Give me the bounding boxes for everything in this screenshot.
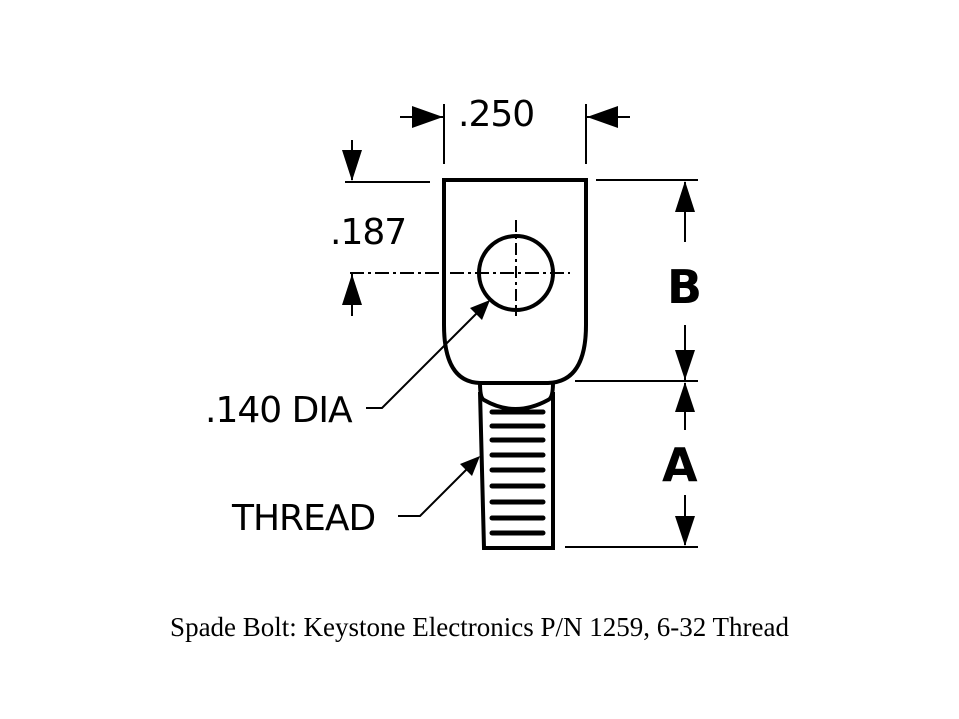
hole-diameter-leader [366, 300, 490, 409]
thread-leader [398, 456, 480, 517]
width-label: .250 [458, 94, 534, 135]
thread-label: THREAD [231, 498, 375, 539]
dimension-b [675, 181, 695, 380]
hole-offset-label: .187 [330, 212, 406, 253]
width-dimension [400, 104, 630, 164]
hole-diameter-label: .140 DIA [205, 390, 353, 431]
dimension-a [675, 382, 695, 546]
dimension-b-label: B [667, 260, 702, 314]
figure-caption: Spade Bolt: Keystone Electronics P/N 125… [170, 612, 789, 642]
dimension-a-label: A [662, 438, 698, 492]
spade-neck [478, 382, 555, 411]
thread-lines [489, 409, 546, 536]
hole-offset-dimension [342, 140, 430, 316]
threaded-shank-outline [478, 391, 555, 550]
spade-body-outline [442, 178, 588, 385]
